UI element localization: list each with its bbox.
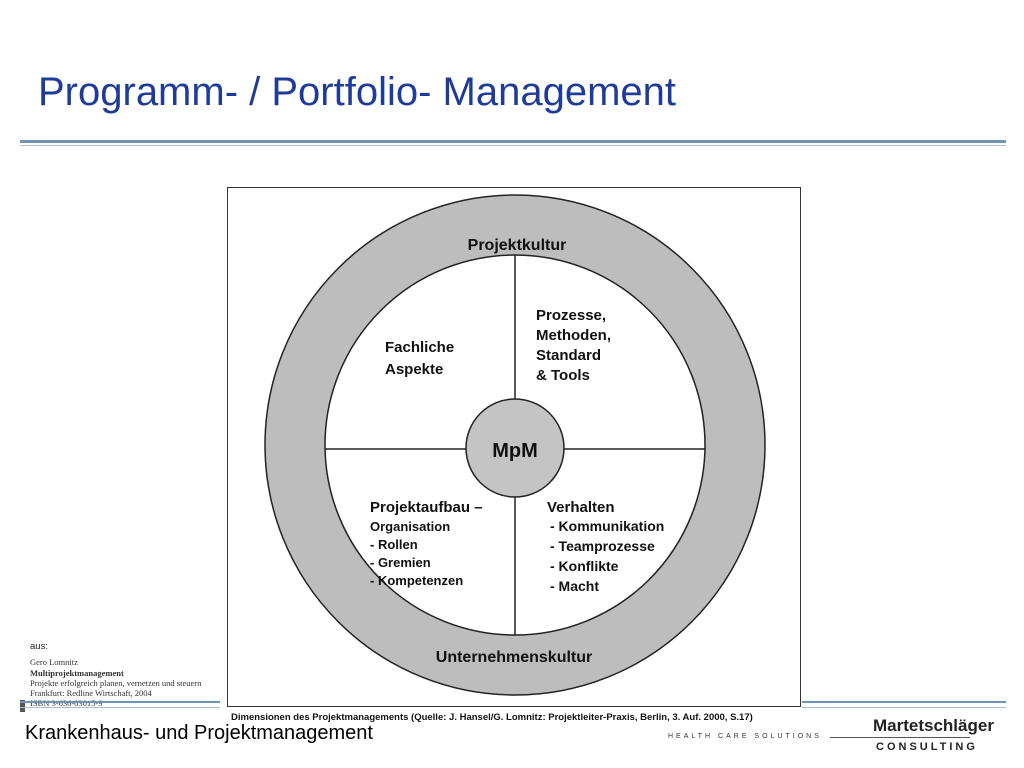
footer-divider-right [802, 701, 1006, 711]
footer-line-thick-right [802, 701, 1006, 703]
logo-divider [830, 737, 970, 738]
company-logo-name: Martetschläger [873, 716, 994, 735]
logo-tagline: HEALTH CARE SOLUTIONS [668, 733, 822, 740]
footer-line-thin-right [802, 707, 1006, 708]
source-reference: aus: Gero Lomnitz Multiprojektmanagement… [30, 641, 202, 709]
q3-line-2: - Rollen [370, 537, 418, 552]
q1-line-1: Fachliche [385, 339, 454, 356]
footer-divider-left [20, 701, 220, 711]
dimensions-diagram: Projektkultur Unternehmenskultur MpM Fac… [264, 194, 766, 696]
source-publisher: Frankfurt: Redline Wirtschaft, 2004 [30, 688, 152, 699]
q2-line-4: & Tools [536, 367, 590, 384]
q3-line-4: - Kompetenzen [370, 573, 463, 588]
footer-title: Krankenhaus- und Projektmanagement [25, 722, 373, 744]
q4-line-3: - Konflikte [550, 558, 619, 574]
q2-line-1: Prozesse, [536, 307, 606, 324]
q4-line-2: - Teamprozesse [550, 538, 655, 554]
title-divider-thin [20, 145, 1006, 146]
source-subtitle: Projekte erfolgreich planen, vernetzen u… [30, 677, 202, 688]
q4-title: Verhalten [547, 499, 615, 516]
slide-title: Programm- / Portfolio- Management [38, 70, 677, 114]
company-logo-sub: CONSULTING [876, 741, 978, 753]
q1-line-2: Aspekte [385, 361, 443, 378]
center-circle [465, 398, 565, 498]
footer-line-thin [20, 707, 220, 708]
diagram-frame: Projektkultur Unternehmenskultur MpM Fac… [227, 187, 801, 707]
ring-label-top: Projektkultur [468, 237, 567, 254]
q3-line-3: - Gremien [370, 555, 431, 570]
footer-marker [20, 700, 25, 712]
ring-label-bottom: Unternehmenskultur [436, 649, 592, 666]
q4-line-1: - Kommunikation [550, 518, 664, 534]
footer-line-thick [20, 701, 220, 703]
q2-line-3: Standard [536, 347, 601, 364]
q3-line-1: Organisation [370, 519, 450, 534]
q3-title: Projektaufbau – [370, 499, 483, 516]
center-label: MpM [492, 440, 538, 462]
q4-line-4: - Macht [550, 578, 599, 594]
source-prefix: aus: [30, 641, 48, 652]
diagram-caption: Dimensionen des Projektmanagements (Quel… [231, 712, 753, 723]
source-isbn: ISBN 3-636-03015-9 [30, 698, 103, 709]
source-author: Gero Lomnitz [30, 657, 78, 668]
q2-line-2: Methoden, [536, 327, 611, 344]
source-book: Multiprojektmanagement [30, 667, 124, 678]
title-divider [20, 140, 1006, 143]
